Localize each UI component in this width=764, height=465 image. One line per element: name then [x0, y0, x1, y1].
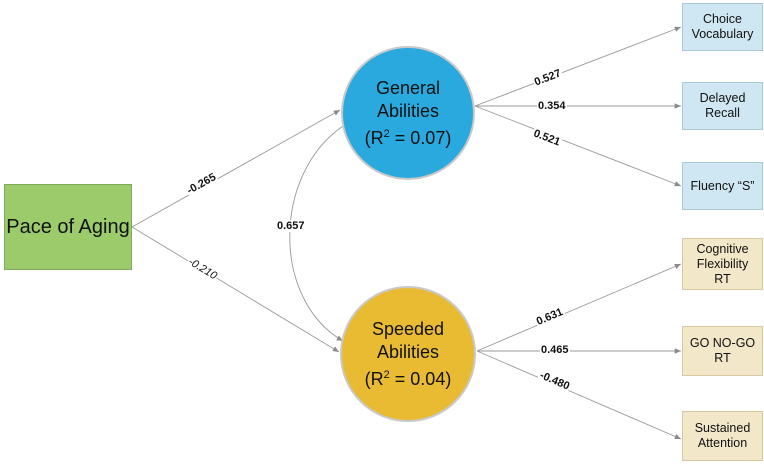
arrow-speeded-to-sustained: [476, 350, 682, 440]
coef-correlation: 0.657: [276, 220, 306, 232]
arrow-speeded-to-flexibility: [476, 263, 682, 352]
speeded-abilities-node: Speeded Abilities (R2 = 0.04): [340, 286, 476, 422]
correlation-arc: [289, 120, 350, 342]
general-r2-sup: 2: [383, 127, 390, 140]
go-nogo-node: GO NO-GO RT: [682, 326, 763, 376]
general-abilities-node: General Abilities (R2 = 0.07): [341, 46, 475, 180]
go-nogo-line1: GO NO-GO: [689, 336, 756, 350]
speeded-r2-prefix: (R: [364, 368, 384, 389]
general-r2-suffix: = 0.07): [389, 127, 452, 148]
arrow-pace-to-speeded: [131, 226, 340, 353]
general-abilities-line2: Abilities: [376, 100, 440, 121]
sustained-attention-line1: Sustained: [694, 421, 751, 435]
general-abilities-r2: (R2 = 0.07): [365, 123, 452, 150]
arrow-general-to-choice: [474, 26, 682, 107]
fluency-s-node: Fluency “S”: [682, 162, 763, 210]
speeded-abilities-r2: (R2 = 0.04): [365, 364, 452, 391]
arrow-pace-to-general: [131, 109, 341, 228]
general-r2-prefix: (R: [364, 127, 384, 148]
arrow-general-to-fluency: [474, 105, 682, 187]
speeded-abilities-line2: Abilities: [376, 341, 440, 362]
cognitive-flexibility-line1: Cognitive: [696, 241, 749, 256]
fluency-s-label: Fluency “S”: [690, 178, 755, 193]
cognitive-flexibility-line2: Flexibility: [696, 256, 749, 271]
speeded-r2-suffix: = 0.04): [389, 368, 452, 389]
general-abilities-line1: General: [375, 77, 441, 98]
sustained-attention-line2: Attention: [697, 436, 748, 450]
go-nogo-line2: RT: [714, 351, 731, 365]
pace-of-aging-label: Pace of Aging: [6, 215, 130, 238]
delayed-recall-line2: Recall: [705, 106, 740, 120]
coef-speeded-gonogo: 0.465: [540, 344, 570, 356]
delayed-recall-line1: Delayed: [699, 91, 746, 105]
cognitive-flexibility-line3: RT: [714, 271, 731, 286]
choice-vocabulary-line2: Vocabulary: [691, 27, 754, 41]
delayed-recall-node: Delayed Recall: [682, 82, 763, 130]
speeded-abilities-line1: Speeded: [371, 318, 445, 339]
cognitive-flexibility-node: Cognitive Flexibility RT: [682, 238, 763, 290]
speeded-r2-sup: 2: [383, 368, 390, 381]
coef-general-recall: 0.354: [537, 100, 567, 112]
pace-of-aging-node: Pace of Aging: [4, 184, 132, 270]
choice-vocabulary-node: Choice Vocabulary: [682, 3, 763, 51]
choice-vocabulary-line1: Choice: [703, 12, 742, 26]
sustained-attention-node: Sustained Attention: [682, 411, 763, 461]
